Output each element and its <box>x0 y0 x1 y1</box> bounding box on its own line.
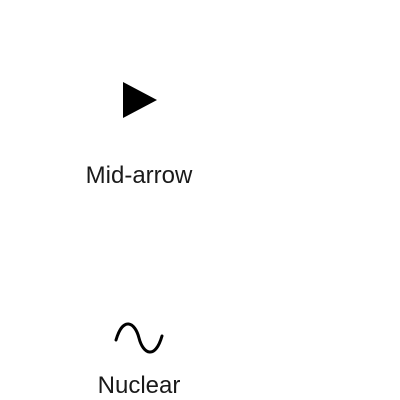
shape-tile-mid-arrow[interactable]: Mid-arrow <box>49 78 229 190</box>
shape-tile-nuclear[interactable]: Nuclear <box>49 318 229 400</box>
nuclear-wave-icon <box>114 322 164 354</box>
shape-label-nuclear: Nuclear <box>97 372 181 399</box>
mid-arrow-icon <box>123 82 157 118</box>
shape-label-mid-arrow: Mid-arrow <box>85 162 193 189</box>
